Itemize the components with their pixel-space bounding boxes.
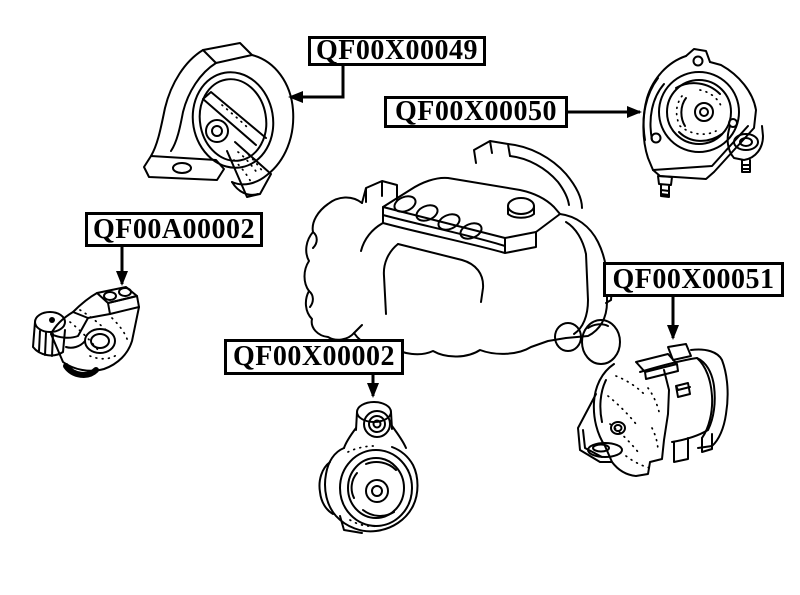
part-number-text: QF00X00050 [394,96,558,127]
part-number-label-qf00x00002[interactable]: QF00X00002 [224,339,404,375]
part-number-text: QF00X00049 [315,35,479,66]
engine-mount-illustration-bottom-right [577,343,729,477]
part-number-text: QF00X00002 [232,341,396,372]
engine-illustration [303,140,621,365]
part-number-label-qf00x00050[interactable]: QF00X00050 [384,96,568,128]
leader-arrow-qf00x00049 [288,66,345,103]
engine-mount-illustration-top-left [143,42,295,198]
part-number-text: QF00A00002 [92,213,256,245]
engine-mount-illustration-top-right [642,48,764,198]
part-number-label-qf00x00049[interactable]: QF00X00049 [308,36,486,66]
part-number-label-qf00a00002[interactable]: QF00A00002 [85,212,263,247]
part-number-label-qf00x00051[interactable]: QF00X00051 [603,262,784,297]
engine-mount-illustration-left [32,286,140,378]
part-number-text: QF00X00051 [612,263,775,295]
engine-mount-illustration-bottom-center [318,401,419,534]
leader-lines [116,66,679,398]
